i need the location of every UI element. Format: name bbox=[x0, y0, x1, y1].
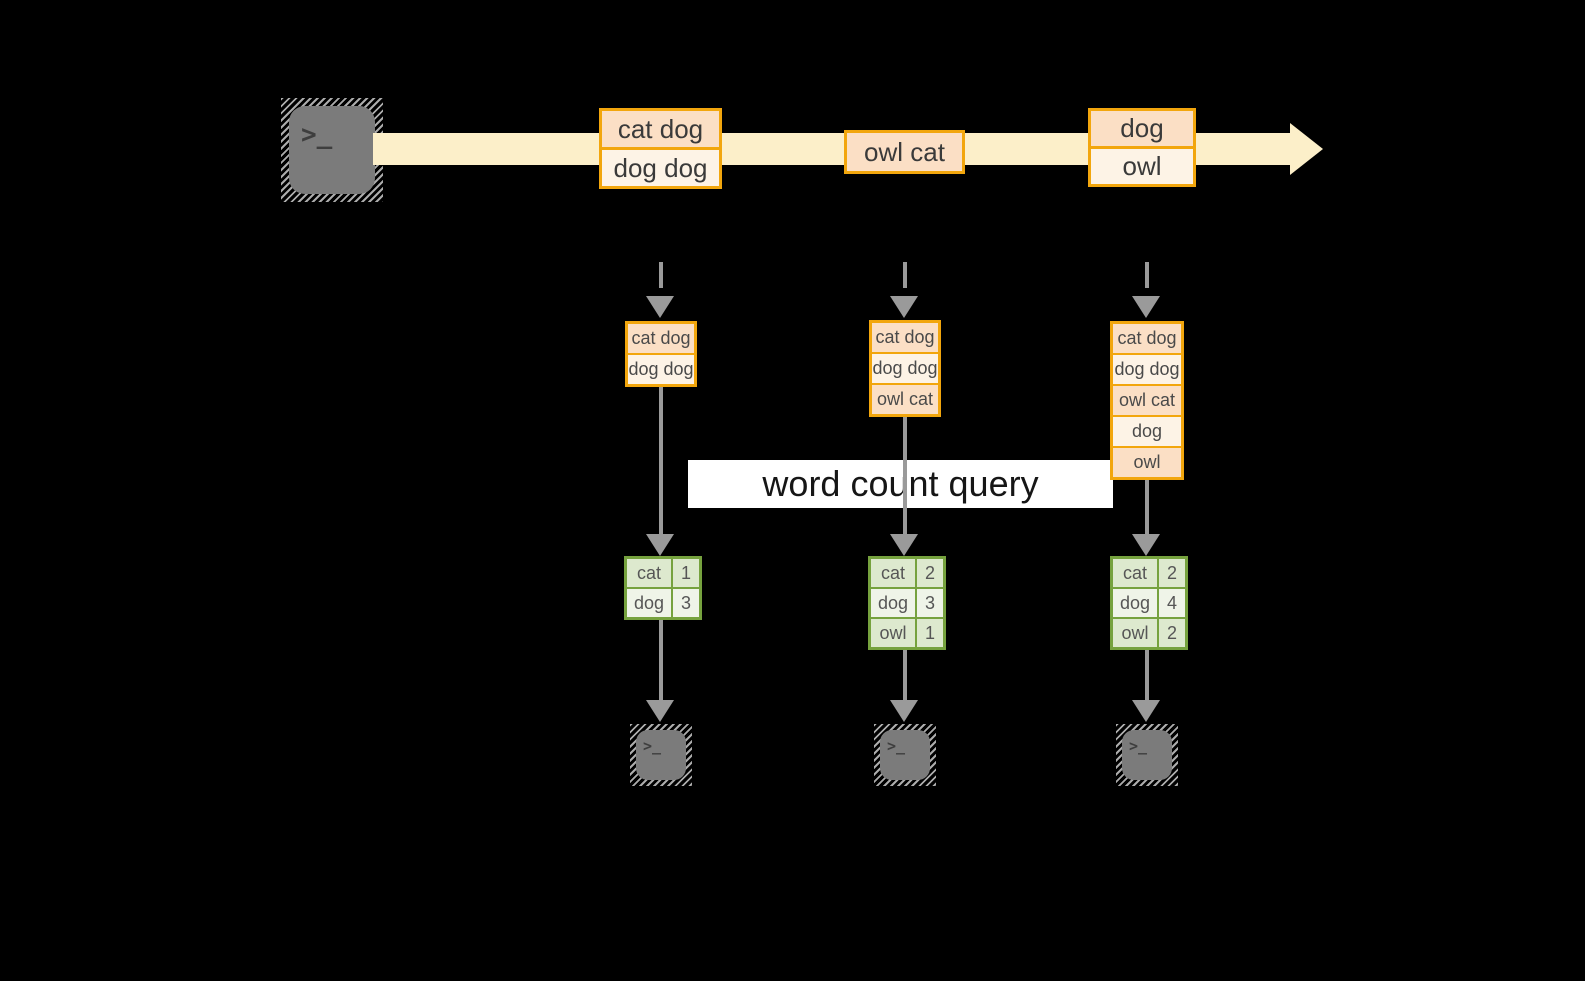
word-cell: dog bbox=[1113, 589, 1157, 617]
batch-line: cat dog bbox=[1113, 324, 1181, 353]
down-arrowhead-icon bbox=[890, 534, 918, 556]
count-cell: 1 bbox=[917, 619, 943, 647]
batch-line: cat dog bbox=[872, 323, 938, 352]
batch-input-1: cat dog dog dog bbox=[625, 321, 697, 387]
down-arrowhead-icon bbox=[646, 296, 674, 318]
query-label: word count query bbox=[688, 460, 1113, 508]
count-cell: 3 bbox=[673, 589, 699, 617]
dashed-arrow-line bbox=[659, 262, 663, 288]
sink-terminal-icon: >_ bbox=[1116, 724, 1178, 786]
word-cell: cat bbox=[871, 559, 915, 587]
arrow-line bbox=[903, 650, 907, 700]
batch-line: owl cat bbox=[872, 385, 938, 414]
message-line: dog bbox=[1091, 111, 1193, 146]
count-cell: 3 bbox=[917, 589, 943, 617]
terminal-prompt-icon: >_ bbox=[887, 737, 906, 755]
count-cell: 2 bbox=[1159, 559, 1185, 587]
arrow-line bbox=[1145, 480, 1149, 534]
terminal-prompt-icon: >_ bbox=[643, 737, 662, 755]
batch-input-2: cat dog dog dog owl cat bbox=[869, 320, 941, 417]
result-table-2: cat 2 dog 3 owl 1 bbox=[868, 556, 946, 650]
arrow-line bbox=[1145, 650, 1149, 700]
word-cell: dog bbox=[627, 589, 671, 617]
message-line: owl cat bbox=[847, 133, 962, 171]
down-arrowhead-icon bbox=[646, 700, 674, 722]
count-cell: 2 bbox=[917, 559, 943, 587]
dashed-arrow-line bbox=[1145, 262, 1149, 288]
batch-line: cat dog bbox=[628, 324, 694, 353]
word-cell: dog bbox=[871, 589, 915, 617]
terminal-prompt-icon: >_ bbox=[1129, 737, 1148, 755]
message-line: owl bbox=[1091, 149, 1193, 184]
batch-input-3: cat dog dog dog owl cat dog owl bbox=[1110, 321, 1184, 480]
arrow-line bbox=[659, 387, 663, 534]
count-cell: 4 bbox=[1159, 589, 1185, 617]
down-arrowhead-icon bbox=[1132, 534, 1160, 556]
word-cell: owl bbox=[1113, 619, 1157, 647]
arrow-line bbox=[903, 417, 907, 534]
terminal-screen: >_ bbox=[1122, 730, 1172, 780]
sink-terminal-icon: >_ bbox=[630, 724, 692, 786]
batch-line: owl bbox=[1113, 448, 1181, 477]
batch-line: dog dog bbox=[872, 354, 938, 383]
down-arrowhead-icon bbox=[1132, 700, 1160, 722]
batch-line: dog dog bbox=[1113, 355, 1181, 384]
message-line: cat dog bbox=[602, 111, 719, 147]
terminal-screen: >_ bbox=[636, 730, 686, 780]
arrow-line bbox=[659, 620, 663, 700]
word-cell: owl bbox=[871, 619, 915, 647]
dashed-arrow-line bbox=[903, 262, 907, 288]
stream-message-1: cat dog dog dog bbox=[599, 108, 722, 189]
down-arrowhead-icon bbox=[890, 700, 918, 722]
word-cell: cat bbox=[1113, 559, 1157, 587]
terminal-screen: >_ bbox=[289, 106, 375, 194]
sink-terminal-icon: >_ bbox=[874, 724, 936, 786]
down-arrowhead-icon bbox=[646, 534, 674, 556]
result-table-1: cat 1 dog 3 bbox=[624, 556, 702, 620]
stream-message-3: dog owl bbox=[1088, 108, 1196, 187]
word-cell: cat bbox=[627, 559, 671, 587]
down-arrowhead-icon bbox=[890, 296, 918, 318]
batch-line: dog dog bbox=[628, 355, 694, 384]
batch-line: dog bbox=[1113, 417, 1181, 446]
count-cell: 1 bbox=[673, 559, 699, 587]
result-table-3: cat 2 dog 4 owl 2 bbox=[1110, 556, 1188, 650]
batch-line: owl cat bbox=[1113, 386, 1181, 415]
down-arrowhead-icon bbox=[1132, 296, 1160, 318]
stream-arrowhead-icon bbox=[1290, 123, 1323, 175]
terminal-prompt-icon: >_ bbox=[301, 120, 333, 150]
count-cell: 2 bbox=[1159, 619, 1185, 647]
stream-message-2: owl cat bbox=[844, 130, 965, 174]
terminal-screen: >_ bbox=[880, 730, 930, 780]
message-line: dog dog bbox=[602, 150, 719, 186]
source-terminal-icon: >_ bbox=[281, 98, 383, 202]
